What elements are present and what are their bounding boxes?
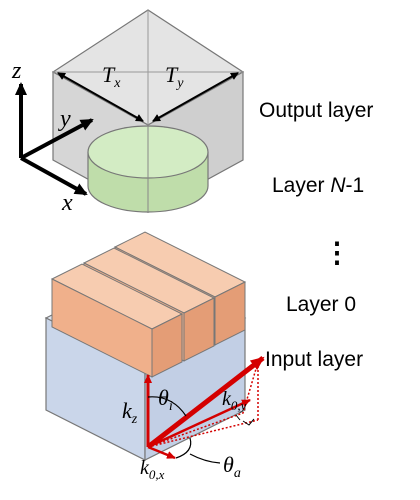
wave-vector-diagram: θi kz k0,y k0,x θa bbox=[122, 356, 265, 482]
theta-a-label: θa bbox=[223, 452, 241, 481]
input-layer-label: Input layer bbox=[265, 348, 363, 371]
period-arrows: Tx Ty bbox=[57, 62, 239, 122]
theta-a-arc bbox=[175, 437, 192, 459]
projection-dotted-lines bbox=[147, 361, 259, 448]
ty-arrow bbox=[152, 72, 239, 122]
k0x-arrow bbox=[147, 445, 176, 460]
kz-label: kz bbox=[122, 398, 138, 427]
output-layer-label: Output layer bbox=[259, 99, 373, 122]
z-axis-label: z bbox=[11, 58, 22, 84]
grating-bar-3 bbox=[50, 263, 184, 378]
k0x-label: k0,x bbox=[140, 457, 165, 482]
ty-label: Ty bbox=[165, 62, 184, 91]
grating-bars bbox=[50, 231, 247, 378]
coordinate-axes: z y x bbox=[11, 58, 94, 216]
x-axis-label: x bbox=[61, 190, 73, 216]
layer-n-minus-1-label: Layer N-1 bbox=[272, 174, 364, 197]
k0y-arrow bbox=[147, 398, 251, 449]
layer-ellipsis-right: ⋮ bbox=[323, 237, 351, 268]
y-axis-label: y bbox=[58, 106, 71, 132]
cylinder bbox=[87, 125, 209, 213]
tx-arrow bbox=[57, 72, 144, 122]
theta-i-label: θi bbox=[158, 385, 173, 414]
layer-0-label: Layer 0 bbox=[286, 293, 356, 316]
y-axis-arrow bbox=[20, 118, 94, 160]
k0y-label: k0,y bbox=[222, 388, 247, 413]
k-main-arrow bbox=[146, 356, 265, 449]
x-axis-arrow bbox=[20, 156, 88, 196]
tx-label: Tx bbox=[102, 62, 121, 91]
theta-i-arc bbox=[147, 396, 187, 417]
